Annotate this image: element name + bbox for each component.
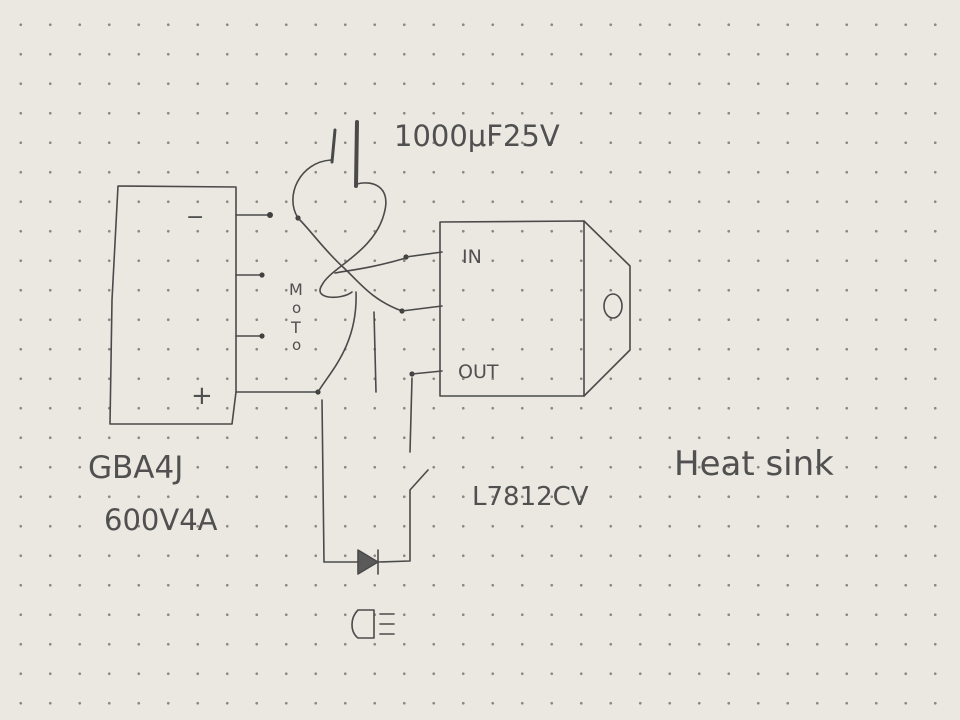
regulator-mount-hole xyxy=(603,293,623,319)
wire-ground-return xyxy=(373,311,377,393)
bridge-minus-label: − xyxy=(186,205,204,230)
regulator-in-label: IN xyxy=(462,246,482,268)
bridge-plus-label: + xyxy=(191,381,213,411)
wire-to-in xyxy=(405,251,443,258)
wire-out-down xyxy=(409,377,413,453)
diode-icon xyxy=(357,549,379,575)
wire-switch xyxy=(377,469,429,563)
bridge-rectifier: − + xyxy=(109,185,237,425)
wire-to-diode xyxy=(321,399,359,563)
voltage-regulator: IN OUT xyxy=(439,220,631,397)
bridge-rating-label: 600V4A xyxy=(104,503,218,537)
wire-positive-up xyxy=(317,291,357,393)
bridge-rectifier-body xyxy=(109,185,237,425)
junction-dot xyxy=(267,212,273,218)
motor-label-char: T xyxy=(290,318,301,337)
regulator-tab xyxy=(583,220,631,397)
junction-dot xyxy=(259,333,265,339)
capacitor-symbol xyxy=(292,120,407,312)
bridge-part-label: GBA4J xyxy=(88,450,183,486)
motor-label-char: o xyxy=(292,299,301,317)
regulator-out-label: OUT xyxy=(458,361,499,383)
wire-from-out xyxy=(411,370,443,375)
motor-label: M o T o xyxy=(289,280,303,354)
headlight-icon xyxy=(351,609,395,639)
motor-label-char: o xyxy=(292,336,301,354)
wire-to-gnd xyxy=(401,305,443,312)
regulator-part-label: L7812CV xyxy=(472,482,589,512)
junction-dot xyxy=(259,272,265,278)
heatsink-label: Heat sink xyxy=(674,444,834,484)
capacitor-label: 1000μF25V xyxy=(394,119,560,153)
motor-label-char: M xyxy=(289,280,303,299)
